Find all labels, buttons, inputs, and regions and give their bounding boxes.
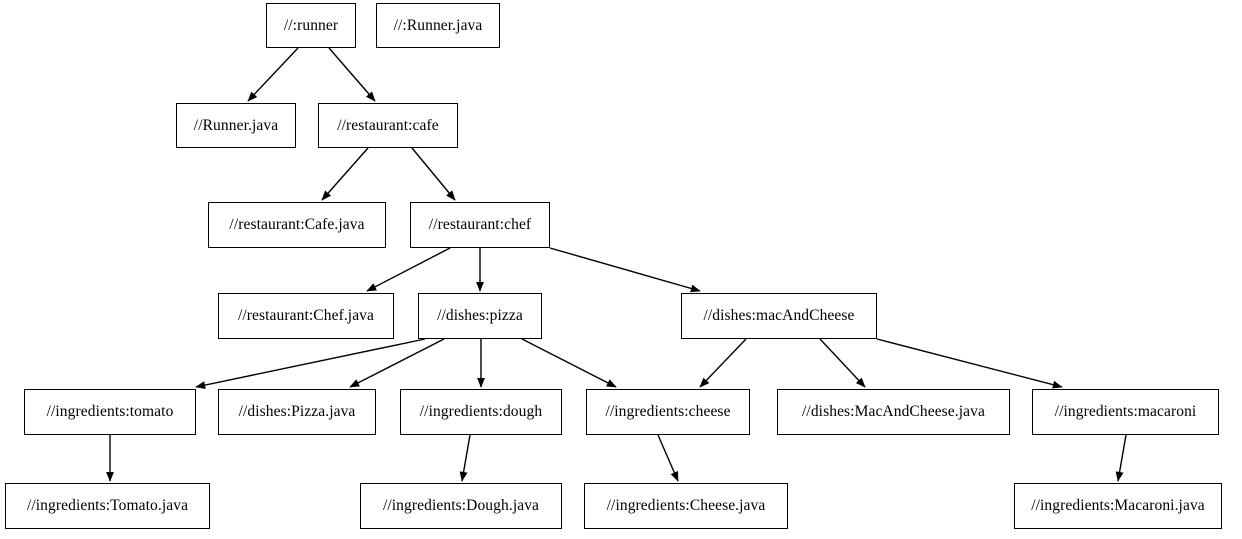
graph-node-ing_tomato[interactable]: //ingredients:tomato — [24, 389, 196, 435]
graph-node-label: //dishes:Pizza.java — [238, 403, 356, 421]
graph-node-chef_java[interactable]: //restaurant:Chef.java — [218, 293, 394, 339]
graph-node-ing_dough[interactable]: //ingredients:dough — [400, 389, 562, 435]
graph-node-restaurant_chef[interactable]: //restaurant:chef — [410, 202, 550, 248]
graph-node-ing_macaroni[interactable]: //ingredients:macaroni — [1032, 389, 1219, 435]
graph-edge-ing_macaroni-to-macaroni_java — [1115, 434, 1127, 482]
graph-edge-restaurant_chef-to-dishes_mac — [549, 247, 701, 293]
graph-node-label: //:Runner.java — [393, 16, 483, 34]
graph-node-label: //dishes:MacAndCheese.java — [802, 403, 985, 421]
graph-node-cafe_java[interactable]: //restaurant:Cafe.java — [208, 202, 386, 248]
graph-edge-dishes_mac-to-mac_java — [819, 338, 866, 388]
graph-node-ing_cheese[interactable]: //ingredients:cheese — [586, 389, 750, 435]
graph-node-label: //ingredients:cheese — [605, 403, 731, 421]
graph-node-macaroni_java[interactable]: //ingredients:Macaroni.java — [1014, 483, 1222, 529]
graph-edge-restaurant_cafe-to-cafe_java — [321, 147, 369, 201]
graph-edge-restaurant_chef-to-chef_java — [366, 247, 451, 292]
graph-node-restaurant_cafe[interactable]: //restaurant:cafe — [318, 103, 458, 148]
graph-edge-dishes_pizza-to-pizza_java — [349, 338, 445, 388]
graph-edge-dishes_pizza-to-ing_tomato — [195, 338, 426, 390]
graph-node-runner[interactable]: //:runner — [266, 3, 356, 48]
graph-node-label: //dishes:pizza — [437, 307, 523, 325]
graph-node-label: //restaurant:Chef.java — [237, 307, 375, 325]
graph-node-label: //dishes:macAndCheese — [703, 307, 855, 325]
graph-edge-dishes_mac-to-ing_macaroni — [876, 338, 1063, 389]
graph-node-label: //ingredients:macaroni — [1054, 403, 1197, 421]
graph-node-label: //ingredients:Dough.java — [382, 497, 540, 515]
graph-node-runner_java[interactable]: //Runner.java — [176, 103, 296, 148]
graph-node-label: //restaurant:Cafe.java — [229, 216, 365, 234]
graph-node-label: //ingredients:Cheese.java — [606, 497, 766, 515]
graph-edge-runner-to-restaurant_cafe — [328, 47, 376, 102]
graph-edge-dishes_mac-to-ing_cheese — [699, 338, 747, 388]
graph-edge-runner-to-runner_java — [247, 47, 299, 102]
graph-edge-ing_dough-to-dough_java — [459, 434, 471, 482]
graph-edge-restaurant_cafe-to-restaurant_chef — [411, 147, 456, 201]
graph-node-label: //:runner — [283, 16, 339, 34]
graph-edge-dishes_pizza-to-ing_cheese — [521, 338, 617, 388]
graph-node-label: //restaurant:chef — [428, 216, 532, 234]
graph-node-cheese_java[interactable]: //ingredients:Cheese.java — [584, 483, 788, 529]
graph-node-root_runner_java[interactable]: //:Runner.java — [376, 3, 500, 48]
graph-node-label: //ingredients:Tomato.java — [26, 497, 189, 515]
graph-node-dough_java[interactable]: //ingredients:Dough.java — [360, 483, 562, 529]
graph-node-label: //ingredients:tomato — [46, 403, 174, 421]
graph-node-dishes_pizza[interactable]: //dishes:pizza — [418, 293, 542, 339]
graph-node-label: //ingredients:dough — [419, 403, 543, 421]
graph-node-tomato_java[interactable]: //ingredients:Tomato.java — [5, 483, 210, 529]
graph-node-pizza_java[interactable]: //dishes:Pizza.java — [218, 389, 376, 435]
graph-node-dishes_mac[interactable]: //dishes:macAndCheese — [681, 293, 877, 339]
graph-node-label: //ingredients:Macaroni.java — [1031, 497, 1205, 515]
graph-node-label: //restaurant:cafe — [337, 116, 439, 134]
graph-edge-ing_cheese-to-cheese_java — [657, 434, 679, 482]
graph-node-mac_java[interactable]: //dishes:MacAndCheese.java — [777, 389, 1010, 435]
graph-node-label: //Runner.java — [193, 116, 279, 134]
